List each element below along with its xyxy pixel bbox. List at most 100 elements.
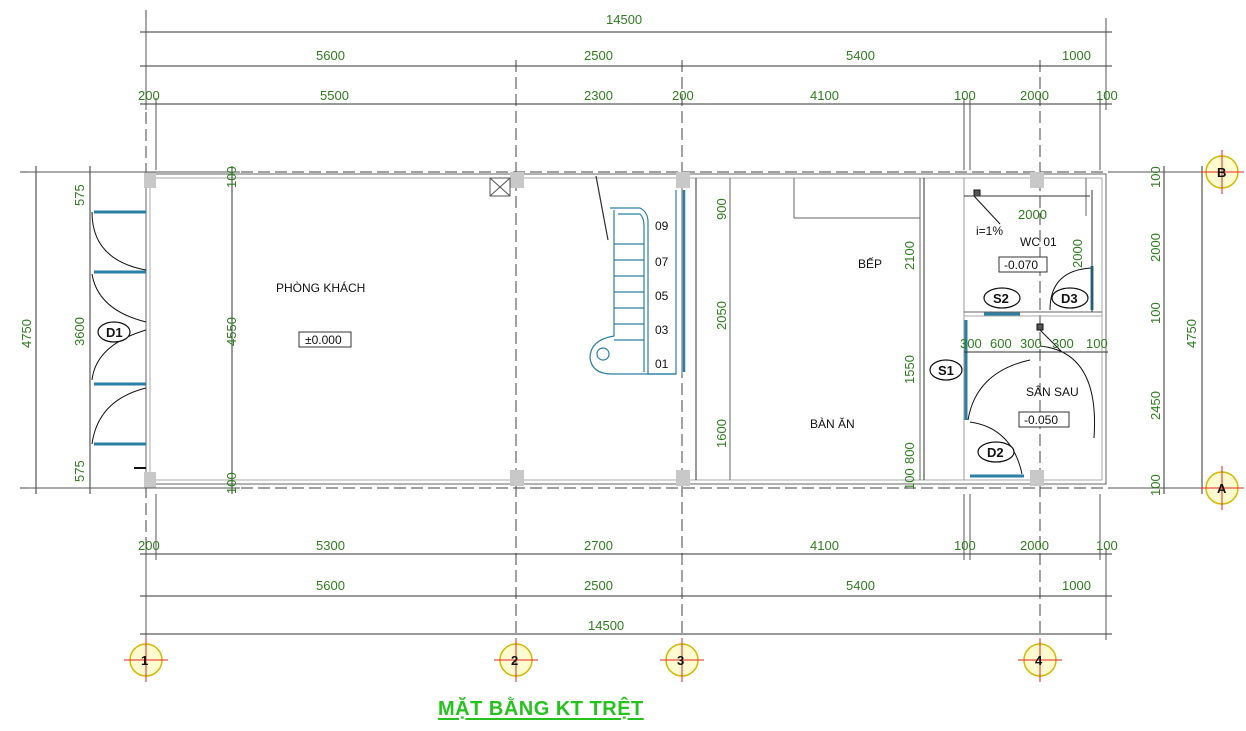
dim-row: 600 bbox=[990, 336, 1012, 351]
dim-bottom-2: 2500 bbox=[584, 578, 613, 593]
dim-wc: 2000 bbox=[1070, 239, 1085, 268]
door-swing bbox=[967, 359, 1031, 421]
dim-kitchen: 800 bbox=[902, 442, 917, 464]
dims-right: 4750 100 2000 100 2450 100 bbox=[1148, 166, 1199, 496]
dim-row: 100 bbox=[1086, 336, 1108, 351]
dim-right-part: 100 bbox=[1148, 474, 1163, 496]
dim-bottom-1: 5300 bbox=[316, 538, 345, 553]
column bbox=[510, 470, 524, 486]
tag-s2 bbox=[983, 287, 1021, 309]
grid-bubble-1: 1 bbox=[124, 638, 168, 682]
stair-newel bbox=[596, 347, 610, 361]
grid-bubble-3: 3 bbox=[660, 638, 704, 682]
svg-text:1: 1 bbox=[141, 653, 148, 668]
dim-right-part: 2450 bbox=[1148, 391, 1163, 420]
stair-direction-line bbox=[595, 175, 609, 241]
level-box bbox=[998, 256, 1048, 273]
dims-bottom: 200 5300 2700 4100 100 2000 100 5600 250… bbox=[138, 538, 1118, 633]
dim-top-3: 5500 bbox=[320, 88, 349, 103]
grid-bubbles: 1 2 3 4 B A bbox=[124, 150, 1244, 682]
tag-d2 bbox=[977, 441, 1015, 463]
tag-d2-text: D2 bbox=[987, 445, 1004, 460]
stair-step: 09 bbox=[655, 219, 669, 233]
stair-step-labels: 09 07 05 03 01 bbox=[655, 219, 669, 371]
room-wc-label: WC 01 bbox=[1020, 235, 1057, 249]
dim-bottom-1: 2700 bbox=[584, 538, 613, 553]
dim-bottom-1: 2000 bbox=[1020, 538, 1049, 553]
front-door-d1 bbox=[91, 210, 147, 446]
room-kitchen-label: BẾP bbox=[858, 256, 882, 271]
tag-labels: D1 D2 D3 S1 S2 bbox=[106, 291, 1078, 460]
level-living: ±0.000 bbox=[305, 333, 342, 347]
column bbox=[144, 172, 156, 188]
dim-top-2: 2500 bbox=[584, 48, 613, 63]
columns bbox=[144, 172, 1044, 488]
tags bbox=[97, 287, 1089, 463]
level-wc: -0.070 bbox=[1004, 258, 1038, 272]
room-living-label: PHÒNG KHÁCH bbox=[276, 280, 365, 295]
dim-kitchen: 1550 bbox=[902, 355, 917, 384]
column bbox=[1030, 172, 1044, 188]
shaft-box bbox=[489, 177, 511, 197]
room-dining-label: BÀN ĂN bbox=[810, 416, 855, 431]
stair-step: 05 bbox=[655, 289, 669, 303]
level-box bbox=[298, 331, 352, 348]
dim-top-3: 200 bbox=[138, 88, 160, 103]
floor-drain bbox=[973, 189, 981, 197]
dim-top-3: 2300 bbox=[584, 88, 613, 103]
dim-total-top: 14500 bbox=[606, 12, 642, 27]
stair-step: 01 bbox=[655, 357, 669, 371]
walls bbox=[145, 173, 1107, 485]
door-swing bbox=[91, 211, 147, 271]
tag-s1-text: S1 bbox=[938, 363, 954, 378]
dim-right-part: 2000 bbox=[1148, 233, 1163, 262]
drain-line bbox=[1039, 329, 1063, 353]
outer-wall-inner bbox=[149, 177, 1103, 481]
dims-top: 14500 5600 2500 5400 1000 200 5500 2300 … bbox=[138, 12, 1118, 103]
dim-bottom-1: 4100 bbox=[810, 538, 839, 553]
dim-kitchen: 2100 bbox=[902, 241, 917, 270]
dim-left-total: 4750 bbox=[19, 319, 34, 348]
grid-bubble-B: B bbox=[1200, 150, 1244, 194]
dimension-lines bbox=[28, 18, 1210, 640]
dim-right-part: 100 bbox=[1148, 166, 1163, 188]
dim-left-inner: 100 bbox=[224, 472, 239, 494]
dim-top-2: 5400 bbox=[846, 48, 875, 63]
grid-bubble-4: 4 bbox=[1018, 638, 1062, 682]
dim-top-3: 200 bbox=[672, 88, 694, 103]
dim-top-3: 100 bbox=[954, 88, 976, 103]
dim-stair: 1600 bbox=[714, 419, 729, 448]
dim-row: 300 bbox=[1052, 336, 1074, 351]
svg-text:3: 3 bbox=[677, 653, 684, 668]
shaft-cross bbox=[489, 177, 511, 197]
dim-wc: 2000 bbox=[1018, 207, 1047, 222]
door-d2-swing bbox=[969, 421, 1023, 475]
stair-stringer bbox=[610, 190, 677, 375]
dim-bottom-2: 5600 bbox=[316, 578, 345, 593]
dim-right-part: 100 bbox=[1148, 302, 1163, 324]
stair-outer bbox=[589, 210, 676, 375]
door-swing bbox=[91, 273, 147, 323]
drain-line bbox=[973, 195, 1001, 225]
slope-label: i=1% bbox=[976, 224, 1003, 238]
dim-bottom-1: 100 bbox=[1096, 538, 1118, 553]
backyard-door-swing bbox=[1039, 345, 1096, 439]
column bbox=[676, 172, 690, 188]
grid-lines bbox=[20, 10, 1210, 655]
grid-bubble-2: 2 bbox=[494, 638, 538, 682]
dim-top-3: 2000 bbox=[1020, 88, 1049, 103]
column bbox=[676, 470, 690, 486]
svg-text:B: B bbox=[1217, 165, 1226, 180]
stair bbox=[589, 175, 686, 375]
door-swing bbox=[91, 329, 147, 381]
tag-d1 bbox=[97, 321, 131, 343]
tag-d1-text: D1 bbox=[106, 325, 123, 340]
grid-bubble-A: A bbox=[1200, 466, 1244, 510]
dim-bottom-1: 200 bbox=[138, 538, 160, 553]
svg-text:2: 2 bbox=[511, 653, 518, 668]
room-labels: PHÒNG KHÁCH ±0.000 BẾP BÀN ĂN WC 01 -0.0… bbox=[276, 224, 1079, 431]
stair-step: 03 bbox=[655, 323, 669, 337]
dim-bottom-1: 100 bbox=[954, 538, 976, 553]
dims-left: 4750 575 3600 575 100 4550 100 bbox=[19, 166, 239, 494]
